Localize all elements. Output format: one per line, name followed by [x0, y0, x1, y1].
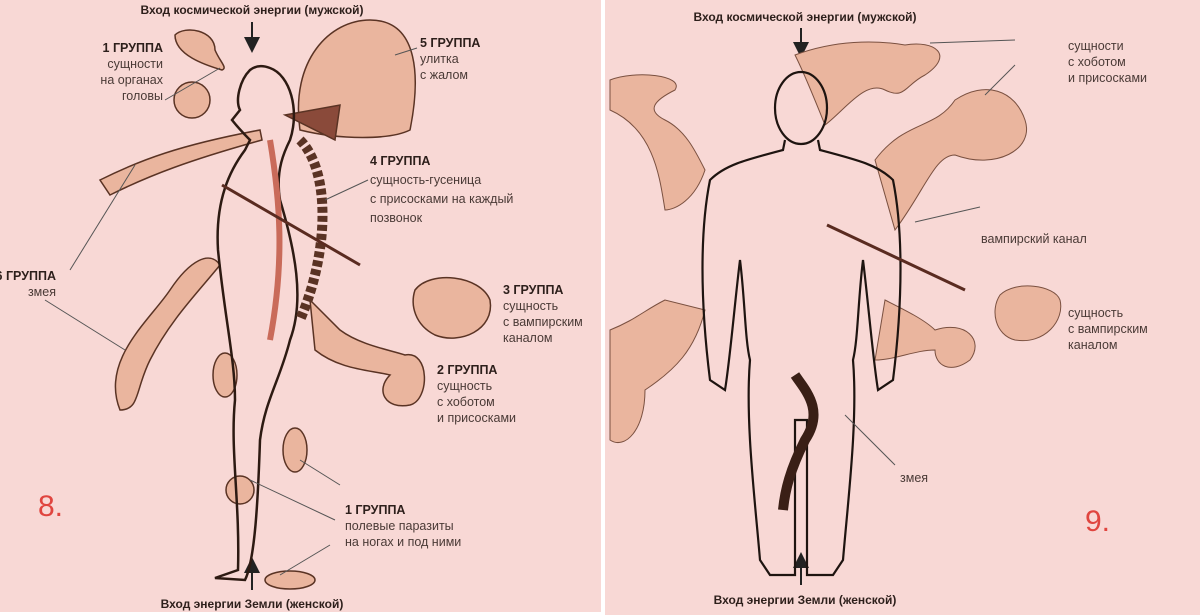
trunk-entities-label: сущности с хоботом и присосками [1068, 38, 1147, 86]
group-text: каналом [503, 331, 553, 345]
snake-group6-lower [114, 257, 221, 411]
group-text: сущность [503, 299, 559, 313]
group-text: сущности [107, 57, 163, 71]
side-figure-illustration [44, 19, 492, 590]
label-line: и присосками [1068, 71, 1148, 85]
group-text: сущность-гусеница [370, 173, 482, 187]
trunk-entity-blob [874, 299, 976, 368]
human-front-outline [701, 70, 902, 577]
group-heading: 3 ГРУППА [503, 283, 564, 297]
leg-parasite [264, 570, 316, 590]
group-heading: 1 ГРУППА [345, 503, 406, 517]
snake-entity [778, 372, 819, 511]
group-text: с жалом [420, 68, 469, 82]
spine [267, 139, 283, 341]
right-diagram-panel: Вход космической энергии (мужской) сущно… [605, 0, 1200, 615]
earth-energy-entry-label: Вход энергии Земли (женской) [160, 597, 344, 611]
caterpillar-entity [295, 136, 328, 322]
label-line: с вампирским [1068, 322, 1148, 336]
group-3-label: 3 ГРУППА сущность с вампирским каналом [503, 282, 583, 346]
group-1-legs-label: 1 ГРУППА полевые паразиты на ногах и под… [345, 502, 461, 550]
group-text: с хоботом [437, 395, 495, 409]
vampire-channel-label: вампирский канал [981, 232, 1087, 246]
group-heading: 1 ГРУППА [102, 41, 163, 55]
group-heading: 4 ГРУППА [370, 154, 431, 168]
label-line: сущности [1068, 39, 1124, 53]
group-text: и присосками [437, 411, 517, 425]
snake-group6-upper [98, 129, 263, 196]
cosmic-energy-entry-label: Вход космической энергии (мужской) [693, 10, 917, 24]
label-line: с хоботом [1068, 55, 1126, 69]
group-heading: 2 ГРУППА [437, 363, 498, 377]
group-2-label: 2 ГРУППА сущность с хоботом и присосками [437, 362, 516, 426]
snail-sting [282, 104, 341, 142]
leg-parasite [212, 352, 238, 398]
group-heading: 6 ГРУППА [0, 269, 56, 283]
group-text: улитка [420, 52, 459, 66]
snake-label: змея [900, 471, 929, 485]
trunk-entity-blob [874, 89, 1028, 232]
label-line: каналом [1068, 338, 1118, 352]
group-text: полевые паразиты [345, 519, 454, 533]
cosmic-energy-entry-label: Вход космической энергии (мужской) [140, 3, 364, 17]
front-figure-illustration [609, 28, 1062, 585]
group-text: сущность [437, 379, 493, 393]
left-diagram-panel: Вход космической энергии (мужской) 1 ГРУ… [0, 0, 601, 612]
group-1-head-label: 1 ГРУППА сущности на органах головы [100, 40, 163, 104]
group-text: позвонок [370, 211, 423, 225]
group-text: на ногах и под ними [345, 535, 462, 549]
earth-energy-entry-label: Вход энергии Земли (женской) [713, 593, 897, 607]
trunk-entity-blob [609, 299, 706, 443]
group-4-label: 4 ГРУППА сущность-гусеница с присосками … [370, 152, 513, 228]
label-line: сущность [1068, 306, 1124, 320]
group-text: с вампирским [503, 315, 583, 329]
vampire-entity-label: сущность с вампирским каналом [1068, 305, 1148, 353]
vampire-entity-blob [412, 277, 492, 339]
group-text: змея [27, 285, 56, 299]
trunk-entity-blob [309, 297, 426, 407]
group-text: на органах [100, 73, 163, 87]
leg-parasite [282, 427, 308, 473]
figure-number: 9. [1085, 505, 1111, 538]
human-side-outline [214, 65, 299, 582]
group-heading: 5 ГРУППА [420, 36, 481, 50]
head-entity-blob [173, 81, 211, 119]
figure-number: 8. [38, 490, 64, 523]
group-text: головы [122, 89, 163, 103]
trunk-entity-blob [609, 74, 706, 211]
head-entity-blob [174, 29, 225, 71]
vampire-entity-blob [994, 285, 1062, 342]
group-text: с присосками на каждый [370, 192, 514, 206]
trunk-entity-blob [794, 41, 941, 126]
vampire-channel [826, 223, 966, 292]
leg-parasite [225, 475, 255, 505]
vampire-channel [221, 183, 361, 267]
group-5-label: 5 ГРУППА улитка с жалом [420, 35, 480, 83]
group-6-label: 6 ГРУППА змея [0, 268, 56, 300]
